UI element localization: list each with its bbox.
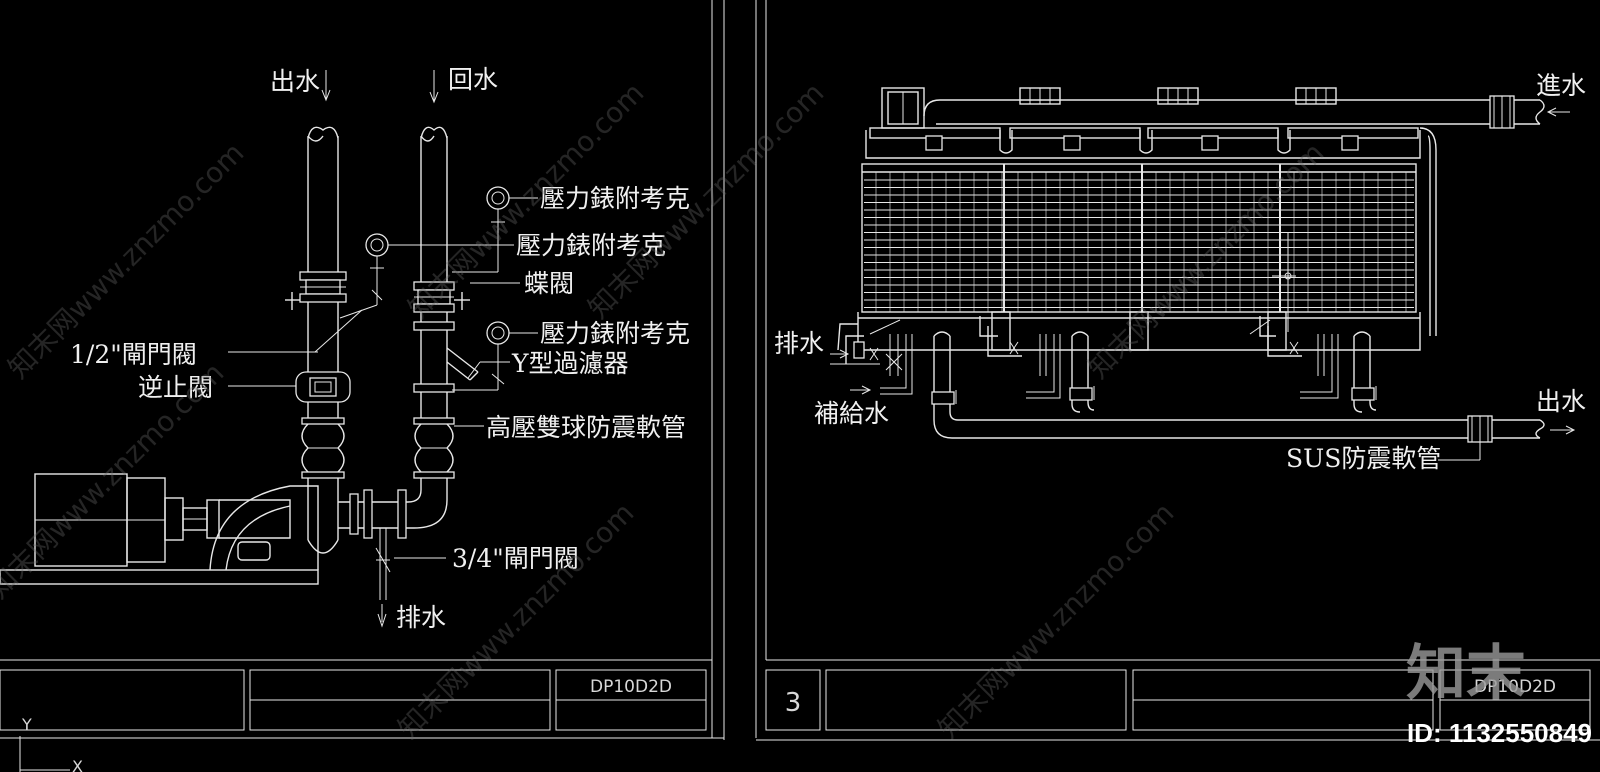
- label-butterfly-valve: 蝶閥: [524, 269, 574, 298]
- left-title-block-code: DP10D2D: [590, 677, 672, 697]
- label-half-inch-gate-valve: 1/2"閘門閥: [70, 340, 197, 369]
- left-sheet-frame: [0, 0, 725, 740]
- ucs-y-label: Y: [21, 715, 32, 734]
- top-basins: [865, 127, 1437, 336]
- return-arrow: [429, 70, 439, 104]
- pressure-gauge-a: [452, 186, 510, 273]
- label-makeup-water: 補給水: [814, 399, 889, 428]
- label-outlet-right: 出水: [1536, 387, 1586, 416]
- label-y-strainer: Y型過濾器: [511, 349, 629, 378]
- ucs-x-label: X: [72, 757, 83, 772]
- cooling-tower-detail: 進水 排水 補給水 出水 SUS防震軟管: [774, 71, 1586, 473]
- label-gauge-c: 壓力錶附考克: [540, 319, 690, 348]
- ucs-icon: Y X: [19, 715, 83, 772]
- left-title-block: DP10D2D: [0, 669, 707, 731]
- right-title-block: 3 DP10D2D: [765, 669, 1591, 731]
- drain-makeup-valves: [830, 316, 1339, 399]
- leader-lines: [228, 197, 538, 559]
- label-check-valve: 逆止閥: [138, 373, 213, 402]
- pressure-gauge-b: [339, 233, 389, 319]
- label-inlet: 進水: [1536, 71, 1586, 100]
- pump-casing: [209, 485, 319, 571]
- label-three-quarter-gate-valve: 3/4"閘門閥: [452, 544, 579, 573]
- fan-stacks: [881, 87, 1337, 129]
- outlet-manifold: [931, 331, 1576, 443]
- pump-piping-detail: 出水 回水 壓力錶附考克 壓力錶附考克 蝶閥 壓力錶附考克 1/2"閘門閥 Y型…: [0, 65, 690, 632]
- watermark-text-7: 知末网www.znzmo.com: [932, 496, 1181, 745]
- watermark-id: ID: 1132550849: [1407, 718, 1592, 748]
- right-title-block-number: 3: [785, 688, 802, 718]
- label-drain-right: 排水: [774, 329, 824, 358]
- label-gauge-a: 壓力錶附考克: [540, 184, 690, 213]
- pressure-gauge-c: [452, 321, 510, 391]
- watermark-text-6: 知末网www.znzmo.com: [1082, 136, 1331, 385]
- return-pipe: [338, 126, 479, 628]
- inlet-header: [923, 95, 1570, 129]
- label-return: 回水: [448, 65, 498, 94]
- right-title-block-code: DP10D2D: [1474, 677, 1556, 697]
- label-drain-left: 排水: [396, 603, 446, 632]
- watermark-logo: 知末: [1406, 639, 1526, 709]
- label-sus-flex-hose: SUS防震軟管: [1286, 444, 1441, 473]
- outlet-arrow: [321, 70, 331, 102]
- label-gauge-b: 壓力錶附考克: [516, 231, 666, 260]
- watermark-layer: 知末网www.znzmo.com 知末网www.znzmo.com 知末网www…: [0, 76, 1330, 745]
- right-sheet-frame: [755, 0, 1600, 741]
- label-outlet: 出水: [270, 67, 320, 96]
- pump-motor: [0, 473, 319, 585]
- tower-fill-body: [861, 163, 1417, 332]
- discharge-pipe: [285, 126, 351, 554]
- label-flex-hose: 高壓雙球防震軟管: [486, 413, 686, 442]
